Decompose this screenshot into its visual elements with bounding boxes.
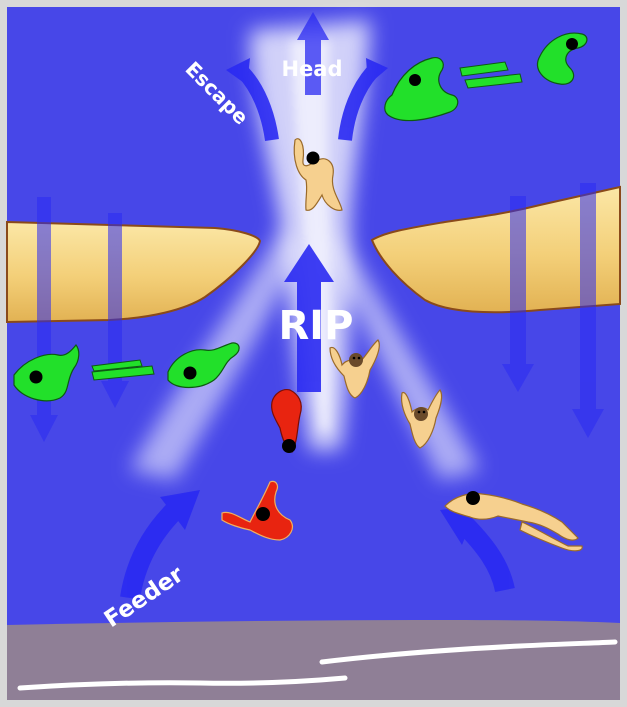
label-rip: RIP: [279, 303, 354, 349]
beach: [7, 620, 620, 700]
label-head: Head: [281, 57, 342, 81]
